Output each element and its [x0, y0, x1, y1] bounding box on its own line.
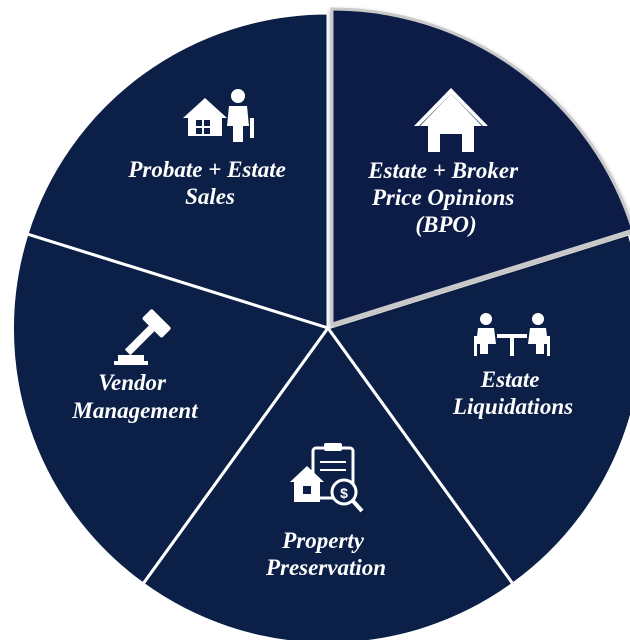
segment-preservation-label-line-1: Property — [281, 528, 365, 553]
segment-bpo-shape — [330, 7, 630, 327]
segment-bpo-label-line-3: (BPO) — [415, 212, 476, 237]
gavel-icon — [114, 309, 171, 365]
segment-preservation-label: Property Preservation — [265, 528, 386, 580]
segment-probate-label: Probate + Estate Sales — [127, 157, 291, 209]
segment-probate-label-line-2: Sales — [185, 184, 235, 209]
segment-vendor-management: Vendor Management — [11, 232, 331, 587]
property-appraisal-document-icon: $ — [290, 443, 364, 513]
segment-liquidations-shape — [325, 232, 630, 587]
segment-estate-broker-bpo: Estate + Broker Price Opinions (BPO) — [330, 7, 630, 327]
segment-probate-estate-sales: Probate + Estate Sales — [25, 11, 330, 331]
segment-bpo-label-line-1: Estate + Broker — [367, 158, 519, 183]
segment-vendor-label-line-1: Vendor — [98, 370, 167, 395]
segment-vendor-label: Vendor Management — [71, 370, 198, 423]
meeting-at-table-icon — [474, 313, 550, 356]
segment-estate-liquidations: Estate Liquidations — [325, 232, 630, 587]
segment-property-preservation: $ Property Preservation — [140, 325, 516, 640]
segment-bpo-label-line-2: Price Opinions — [371, 185, 515, 210]
segment-vendor-label-line-2: Management — [71, 398, 198, 423]
segment-preservation-label-line-2: Preservation — [265, 555, 386, 580]
segment-liquidations-label: Estate Liquidations — [452, 367, 573, 419]
segment-probate-shape — [25, 11, 330, 331]
segment-liquidations-label-line-1: Estate — [480, 367, 540, 392]
house-with-businessman-icon — [183, 89, 254, 142]
svg-text:$: $ — [340, 485, 348, 501]
segment-liquidations-label-line-2: Liquidations — [452, 394, 573, 419]
segment-probate-label-line-1: Probate + Estate — [127, 157, 286, 182]
segment-bpo-label: Estate + Broker Price Opinions (BPO) — [367, 158, 524, 237]
segment-preservation-shape — [140, 325, 516, 640]
segment-vendor-shape — [11, 232, 331, 587]
house-icon — [414, 88, 488, 152]
